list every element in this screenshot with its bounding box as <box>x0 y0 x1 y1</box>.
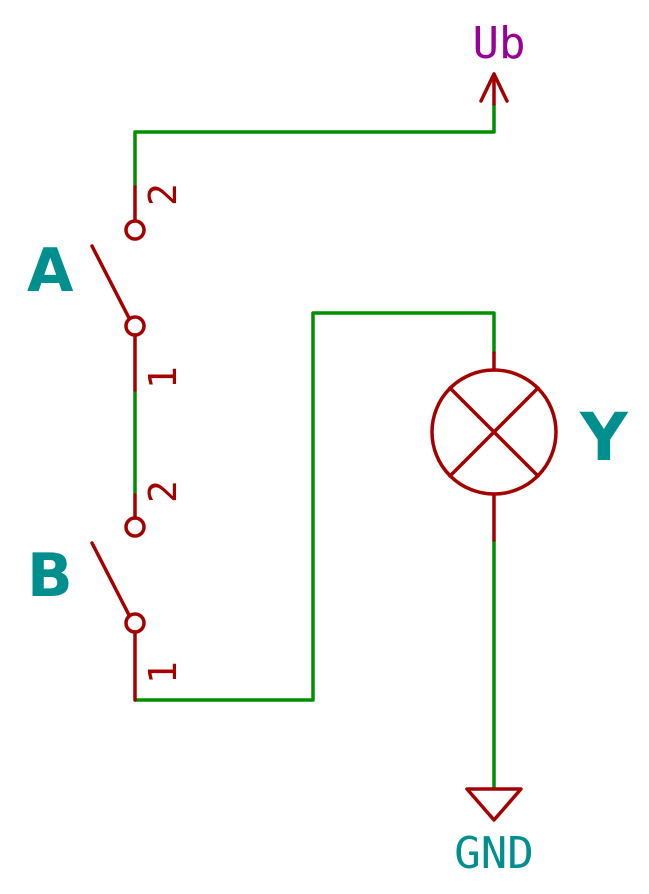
switch-b-contact-2 <box>124 516 146 538</box>
switch-b-contact-1 <box>124 612 146 634</box>
power-arrow-head <box>479 72 509 103</box>
switch-a-label: A <box>27 236 74 306</box>
wire-switch-b-to-lamp <box>135 311 496 702</box>
switch-a-contact-2 <box>124 219 146 241</box>
switch-b-blade <box>90 541 131 617</box>
pin-numbers: 2 1 2 1 <box>141 183 185 684</box>
gnd-label: GND <box>454 828 533 879</box>
switch-b-label: B <box>27 541 73 611</box>
switch-a-pin1-number: 1 <box>141 366 185 389</box>
switch-a-contact-1 <box>124 315 146 337</box>
lamp-cross <box>448 386 540 478</box>
switch-a-symbol <box>90 185 146 392</box>
power-label: Ub <box>473 18 526 69</box>
power-arrow-icon <box>479 72 509 106</box>
lamp-symbol <box>430 351 558 542</box>
switch-a-pin2-number: 2 <box>141 183 185 206</box>
switch-b-pin1-number: 1 <box>141 661 185 684</box>
switch-b-pin2-number: 2 <box>141 480 185 503</box>
gnd-symbol-icon <box>465 787 523 822</box>
wire-ub-to-switch-a <box>133 104 496 187</box>
wires <box>133 104 496 789</box>
switch-b-symbol <box>90 493 146 702</box>
lamp-label: Y <box>579 399 629 476</box>
reference-labels: A B Y GND <box>27 236 629 879</box>
components <box>90 72 558 822</box>
switch-a-blade <box>90 244 131 320</box>
